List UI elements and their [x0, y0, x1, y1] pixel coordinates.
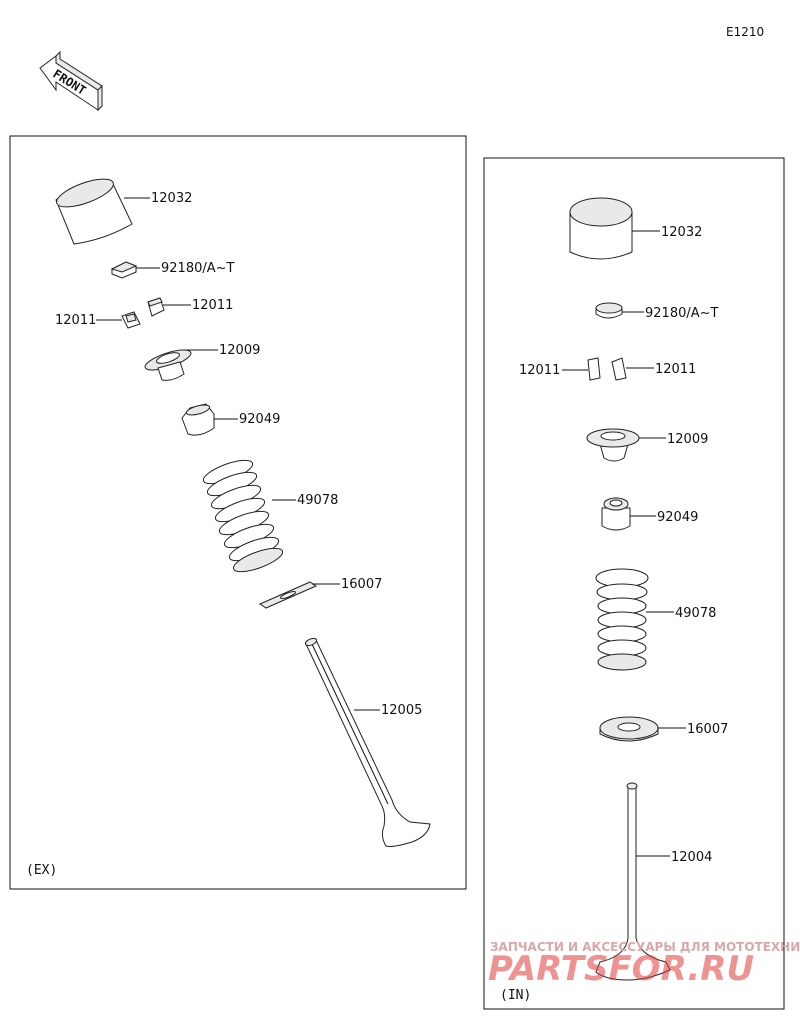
in-shim: 92180/A~T [595, 302, 719, 321]
ex-cotter-right-label: 12011 [192, 298, 233, 313]
ex-shim: 92180/A~T [110, 261, 235, 279]
ex-seat: 16007 [258, 577, 382, 609]
ex-tappet: 12032 [55, 178, 192, 245]
ex-cotter-left: 12011 [55, 311, 141, 329]
front-arrow-icon: FRONT [39, 50, 103, 112]
ex-spring: 49078 [202, 459, 338, 573]
in-tappet-label: 12032 [661, 225, 702, 240]
in-cotter-left: 12011 [519, 357, 601, 381]
in-spring: 49078 [595, 568, 716, 671]
diagram-code: E1210 [726, 25, 764, 39]
intake-panel-tag: (IN) [500, 988, 531, 1003]
ex-seat-label: 16007 [341, 577, 382, 592]
ex-retainer: 12009 [144, 343, 260, 381]
exhaust-panel-frame [9, 135, 467, 890]
ex-spring-label: 49078 [297, 493, 338, 508]
ex-tappet-label: 12032 [151, 191, 192, 206]
in-spring-label: 49078 [675, 606, 716, 621]
in-seat-label: 16007 [687, 722, 728, 737]
in-valve-label: 12004 [671, 850, 712, 865]
in-cotter-right: 12011 [611, 357, 696, 381]
in-cotter-right-label: 12011 [655, 362, 696, 377]
ex-valve-label: 12005 [381, 703, 422, 718]
ex-retainer-label: 12009 [219, 343, 260, 358]
in-seal-label: 92049 [657, 510, 698, 525]
in-cotter-left-label: 12011 [519, 363, 560, 378]
in-shim-label: 92180/A~T [645, 306, 719, 321]
in-retainer-label: 12009 [667, 432, 708, 447]
in-seal: 92049 [601, 497, 698, 531]
intake-panel-frame [483, 157, 785, 1010]
watermark: ЗАПЧАСТИ И АКСЕССУАРЫ ДЛЯ МОТОТЕХНИКИ PA… [488, 940, 800, 989]
watermark-caption: ЗАПЧАСТИ И АКСЕССУАРЫ ДЛЯ МОТОТЕХНИКИ [490, 940, 800, 954]
ex-shim-label: 92180/A~T [161, 261, 235, 276]
in-retainer: 12009 [586, 428, 708, 462]
in-tappet: 12032 [569, 197, 702, 260]
exhaust-panel: 12032 92180/A~T 12011 12011 [9, 135, 467, 890]
exhaust-panel-tag: (EX) [26, 863, 57, 878]
intake-panel: 12032 92180/A~T 12011 12011 12009 [483, 157, 785, 1010]
ex-seal: 92049 [181, 403, 280, 436]
in-valve: 12004 [595, 782, 712, 981]
ex-seal-label: 92049 [239, 412, 280, 427]
in-seat: 16007 [599, 716, 728, 742]
ex-valve: 12005 [304, 637, 431, 847]
ex-cotter-left-label: 12011 [55, 313, 96, 328]
watermark-brand: PARTSFOR.RU [488, 949, 754, 989]
ex-cotter-right: 12011 [147, 297, 233, 317]
